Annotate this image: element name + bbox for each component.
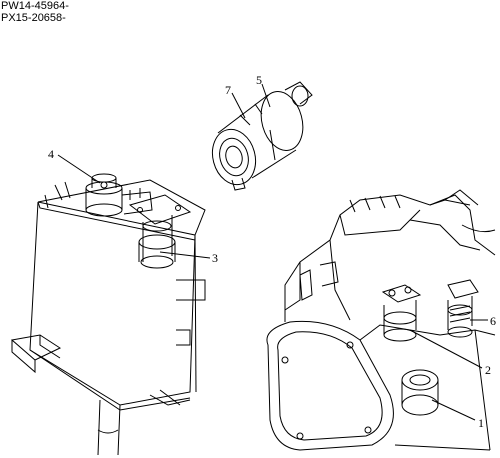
oil-filter: [401, 369, 439, 416]
callout-7: 7: [225, 83, 231, 97]
return-filter-assembly: [128, 194, 192, 269]
hydraulic-tank: [10, 173, 206, 456]
callout-2: 2: [485, 363, 491, 377]
fuel-filter: [381, 284, 422, 342]
callout-4: 4: [48, 147, 54, 161]
engine-block: [266, 189, 496, 451]
serial-range-1: PW14-45964-: [1, 0, 69, 12]
fuel-prefilter: [447, 279, 479, 338]
serial-range-2: PX15-20658-: [1, 12, 66, 24]
callout-1: 1: [478, 416, 484, 430]
callout-labels: 1 2 3 4 5 6 7: [48, 73, 496, 430]
callout-6: 6: [490, 314, 496, 328]
callout-5: 5: [256, 73, 262, 87]
leader-lines: [57, 83, 488, 421]
callout-3: 3: [212, 251, 218, 265]
air-cleaner: [211, 81, 313, 191]
